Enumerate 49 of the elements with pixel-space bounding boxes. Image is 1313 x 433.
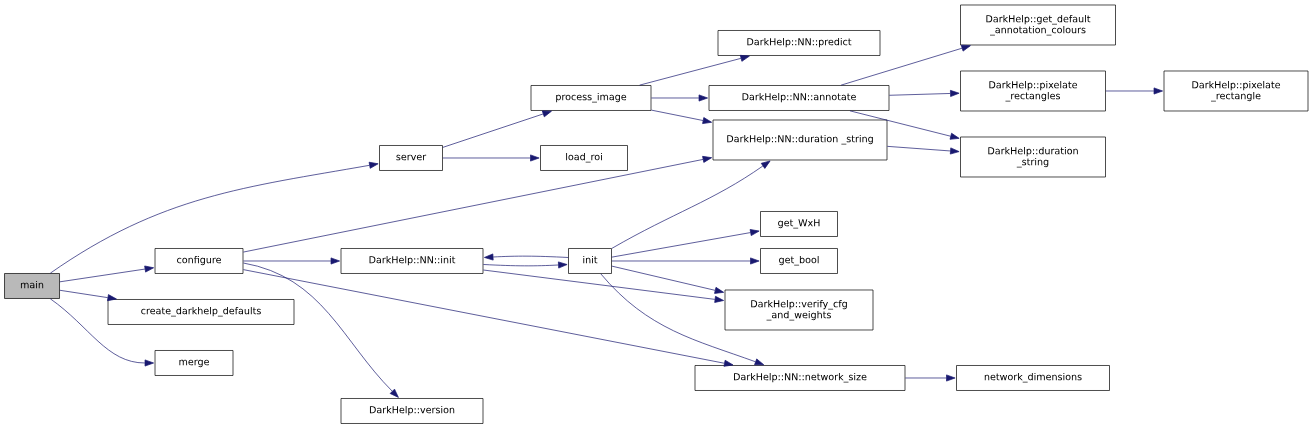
function-box: DarkHelp::get_default _annotation_colours [960,4,1116,46]
arrow [243,262,399,398]
arrow [639,54,750,86]
arrow [840,44,971,86]
arrow [611,160,771,249]
arrow [50,298,154,367]
arrow [611,257,760,265]
function-box: DarkHelp::NN::network_size [694,365,906,391]
arrow [905,374,956,382]
function-box: DarkHelp::pixelate _rectangles [960,70,1106,112]
arrow [611,265,724,294]
function-box: network_dimensions [956,365,1110,391]
function-box: DarkHelp::NN::duration _string [712,119,888,161]
arrow [651,109,712,124]
arrow [483,269,724,303]
arrow [243,269,734,367]
function-box: init [568,248,612,274]
function-box: server [379,145,443,171]
arrow [442,110,552,148]
function-box: DarkHelp::duration _string [960,136,1106,178]
function-box: get_bool [760,248,838,274]
function-box: DarkHelp::pixelate _rectangle [1163,70,1309,112]
function-box: main [4,273,60,299]
function-box: configure [154,248,244,274]
arrow [651,94,708,102]
function-box: DarkHelp::NN::init [340,248,484,274]
arrow [611,229,760,258]
arrow [600,273,765,366]
function-box: merge [154,350,234,376]
function-box: DarkHelp::version [340,398,484,424]
arrow [59,265,154,283]
function-box: create_darkhelp_defaults [107,299,295,325]
arrow [1105,87,1163,95]
arrow [50,161,379,274]
function-box: get_WxH [760,211,838,237]
function-box: DarkHelp::verify_cfg _and_weights [724,289,874,331]
function-box: process_image [530,85,652,111]
arrow [483,261,568,269]
arrow [849,110,960,140]
function-box: DarkHelp::NN::predict [717,30,881,56]
arrow [887,146,960,155]
arrow [484,253,569,261]
function-box: DarkHelp::NN::annotate [708,85,890,111]
arrow [889,90,960,97]
arrow [59,289,117,302]
arrow [442,154,540,162]
arrow [243,257,340,265]
arrow [243,156,712,253]
function-box: load_roi [540,145,628,171]
